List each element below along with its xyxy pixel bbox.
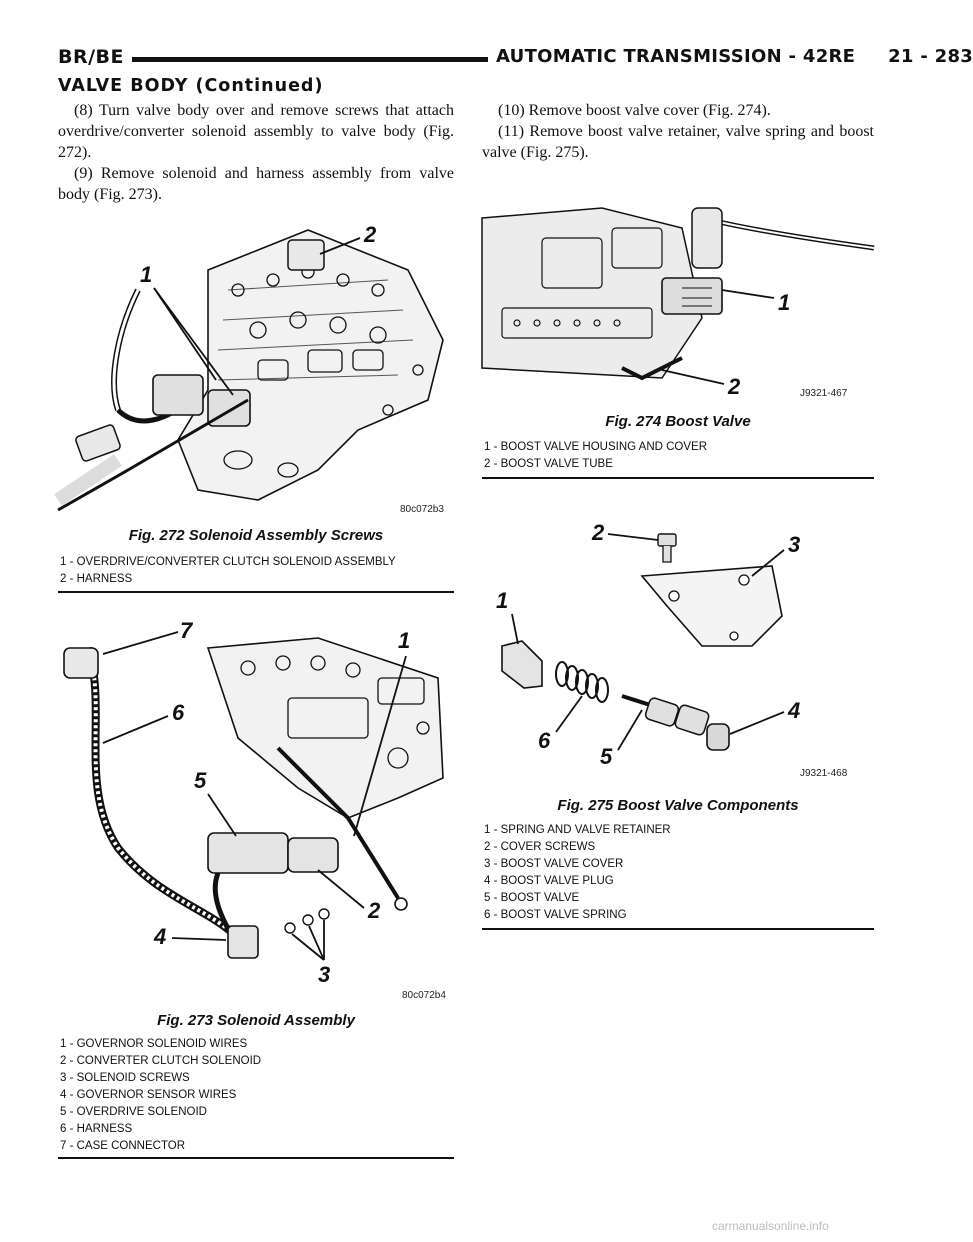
fig274-legend: 1 - BOOST VALVE HOUSING AND COVER 2 - BO… <box>484 439 874 473</box>
fig273-caption: Fig. 273 Solenoid Assembly <box>157 1012 355 1029</box>
fig272-rule <box>58 591 454 593</box>
fig274-illustration: 1 2 J9321-467 <box>481 198 875 404</box>
paragraph-step-10: (10) Remove boost valve cover (Fig. 274)… <box>498 102 771 119</box>
fig273-rule <box>58 1157 454 1159</box>
fig272-illustration: 1 2 80c072b3 <box>54 210 454 520</box>
fig275-rule <box>482 928 874 930</box>
fig272-code: 80c072b3 <box>400 504 444 515</box>
fig275-caption: Fig. 275 Boost Valve Components <box>557 797 799 814</box>
legend-item: 5 - BOOST VALVE <box>484 892 580 904</box>
fig275-code: J9321-468 <box>800 768 848 779</box>
section-title: VALVE BODY (Continued) <box>58 76 324 96</box>
legend-item: 2 - CONVERTER CLUTCH SOLENOID <box>60 1055 262 1067</box>
fig275-callout-5: 5 <box>600 744 613 769</box>
fig273-illustration: 7 1 6 5 2 4 3 80c072b4 <box>58 608 454 1006</box>
legend-item: 3 - SOLENOID SCREWS <box>60 1072 190 1084</box>
fig272-callout-2: 2 <box>363 222 377 247</box>
fig275-legend: 1 - SPRING AND VALVE RETAINER 2 - COVER … <box>484 822 874 924</box>
legend-item: 6 - HARNESS <box>60 1123 133 1135</box>
fig273-callout-5: 5 <box>194 768 207 793</box>
legend-item: 1 - SPRING AND VALVE RETAINER <box>484 824 671 836</box>
legend-item: 1 - GOVERNOR SOLENOID WIRES <box>60 1038 248 1050</box>
legend-item: 5 - OVERDRIVE SOLENOID <box>60 1106 207 1118</box>
fig273-callout-6: 6 <box>172 700 185 725</box>
header-chapter-title: AUTOMATIC TRANSMISSION - 42RE 21 - 283 <box>496 46 973 67</box>
legend-item: 1 - BOOST VALVE HOUSING AND COVER <box>484 441 708 453</box>
paragraph-step-9: (9) Remove solenoid and harness assembly… <box>58 165 454 203</box>
legend-item: 4 - BOOST VALVE PLUG <box>484 875 614 887</box>
watermark: carmanualsonline.info <box>712 1219 829 1233</box>
fig273-code: 80c072b4 <box>402 990 446 1001</box>
fig273-callout-3: 3 <box>318 962 330 987</box>
fig275-callout-4: 4 <box>787 698 800 723</box>
fig274-code: J9321-467 <box>800 388 848 399</box>
fig275-callout-3: 3 <box>788 532 800 557</box>
fig275-callout-6: 6 <box>538 728 551 753</box>
fig273-callout-4: 4 <box>153 924 166 949</box>
legend-item: 1 - OVERDRIVE/CONVERTER CLUTCH SOLENOID … <box>60 556 396 568</box>
paragraph-step-8: (8) Turn valve body over and remove scre… <box>58 102 454 161</box>
fig273-callout-2: 2 <box>367 898 381 923</box>
fig274-callout-2: 2 <box>727 374 741 399</box>
fig274-rule <box>482 477 874 479</box>
fig275-illustration: 2 3 1 4 6 5 J9321-468 <box>482 496 874 792</box>
paragraph-step-11: (11) Remove boost valve retainer, valve … <box>482 123 874 161</box>
header-section-code: BR/BE <box>58 46 125 68</box>
header-rule <box>132 57 488 62</box>
legend-item: 4 - GOVERNOR SENSOR WIRES <box>60 1089 237 1101</box>
legend-item: 3 - BOOST VALVE COVER <box>484 858 624 870</box>
left-body-text: (8) Turn valve body over and remove scre… <box>58 100 454 205</box>
legend-item: 2 - COVER SCREWS <box>484 841 596 853</box>
fig273-legend: 1 - GOVERNOR SOLENOID WIRES 2 - CONVERTE… <box>60 1036 454 1155</box>
fig275-callout-1: 1 <box>496 588 508 613</box>
fig274-callout-1: 1 <box>778 290 790 315</box>
fig273-callout-7: 7 <box>180 618 194 643</box>
fig272-legend: 1 - OVERDRIVE/CONVERTER CLUTCH SOLENOID … <box>60 554 454 588</box>
right-body-text: (10) Remove boost valve cover (Fig. 274)… <box>482 100 874 163</box>
fig275-callout-2: 2 <box>591 520 605 545</box>
legend-item: 7 - CASE CONNECTOR <box>60 1140 186 1152</box>
fig274-caption: Fig. 274 Boost Valve <box>605 413 751 430</box>
fig272-callout-1: 1 <box>140 262 152 287</box>
legend-item: 6 - BOOST VALVE SPRING <box>484 909 627 921</box>
legend-item: 2 - BOOST VALVE TUBE <box>484 458 613 470</box>
fig272-caption: Fig. 272 Solenoid Assembly Screws <box>128 527 384 544</box>
legend-item: 2 - HARNESS <box>60 573 133 585</box>
fig273-callout-1: 1 <box>398 628 410 653</box>
